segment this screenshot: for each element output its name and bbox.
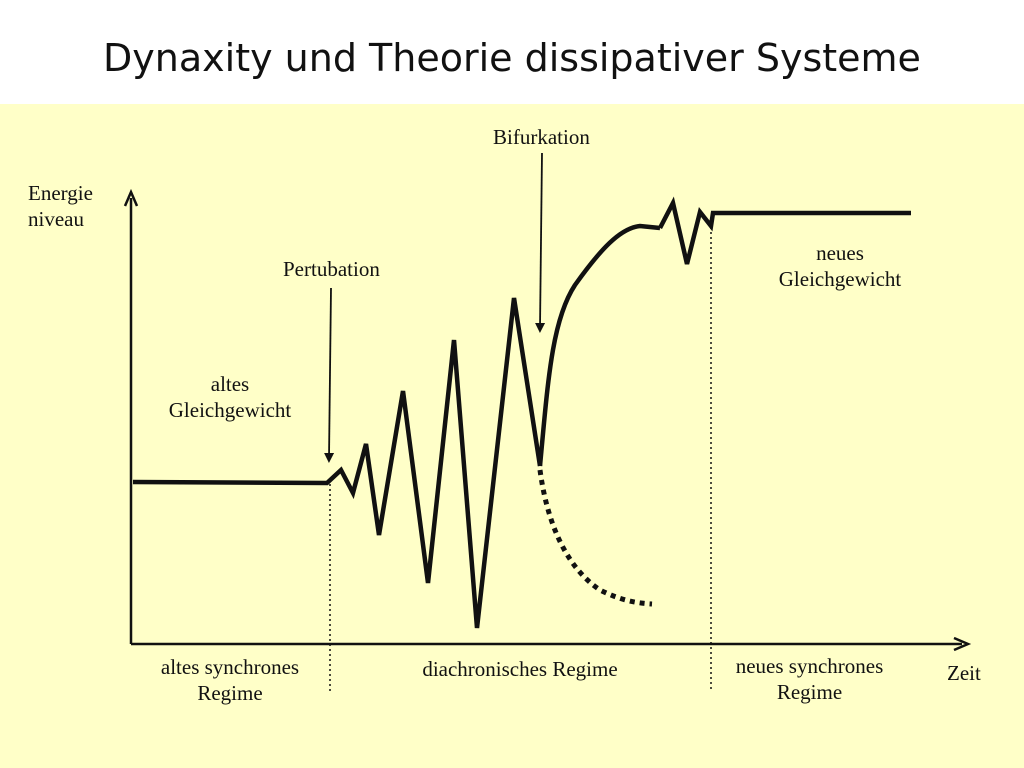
- y-axis-label: Energie niveau: [28, 181, 93, 231]
- x-axis-arrow-icon: [953, 636, 972, 652]
- old-equilibrium-label: altes Gleichgewicht: [168, 372, 292, 422]
- slide-title: Dynaxity und Theorie dissipativer System…: [103, 36, 921, 80]
- energy-curve-rise: [537, 223, 661, 467]
- x-axis-label: Zeit: [947, 661, 981, 685]
- energy-curve-alternative-branch: [537, 469, 653, 607]
- pertubation-label: Pertubation: [283, 257, 380, 281]
- energy-curve-new-equilibrium: [658, 196, 911, 265]
- pertubation-arrow-icon: [324, 287, 335, 463]
- energy-curve-oscillation: [132, 297, 543, 629]
- new-equilibrium-label: neues Gleichgewicht: [778, 241, 902, 291]
- new-regime-label: neues synchrones Regime: [735, 654, 884, 704]
- bifurkation-label: Bifurkation: [493, 125, 590, 149]
- bifurkation-arrow-icon: [535, 152, 546, 333]
- old-regime-label: altes synchrones Regime: [160, 655, 300, 705]
- y-axis-arrow-icon: [123, 188, 139, 207]
- diachronic-regime-label: diachronisches Regime: [422, 657, 618, 681]
